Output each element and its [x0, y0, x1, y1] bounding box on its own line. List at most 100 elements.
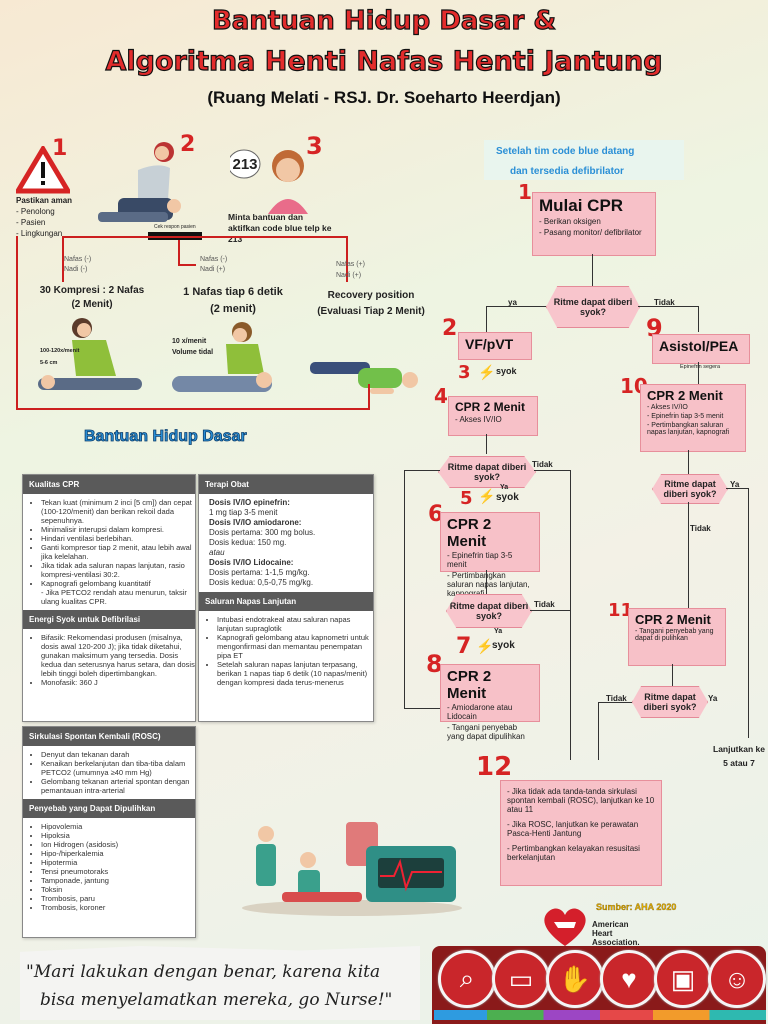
panel-drug-therapy: Terapi Obat Dosis IV/IO epinefrin: 1 mg … — [198, 474, 374, 722]
step-8-box: CPR 2 Menit - Amiodarone atau Lidocain -… — [440, 664, 540, 741]
decision-3-no: Tidak — [534, 600, 555, 609]
step-9-box: Asistol/PEA — [652, 334, 750, 364]
warning-icon — [13, 144, 73, 197]
tablet-icon: ▭ — [492, 950, 550, 1008]
branch-c-nafas: Nafas (+) — [336, 261, 365, 268]
panel-causes-title: Penyebab yang Dapat Dipulihkan — [23, 799, 195, 818]
step-11-box: CPR 2 Menit - Tangani penyebab yang dapa… — [628, 608, 726, 666]
title-line-2: Algoritma Henti Nafas Henti Jantung — [105, 45, 663, 77]
cpr-quality-list: Tekan kuat (minimum 2 inci [5 cm]) dan c… — [23, 498, 195, 606]
drug-item: Dosis kedua: 0,5-0,75 mg/kg. — [209, 578, 314, 587]
aha-heart-logo — [540, 906, 590, 951]
list-item: Hipovolemia — [41, 822, 195, 831]
step-4-title: CPR 2 Menit — [455, 400, 526, 414]
breath-duration: (2 menit) — [210, 303, 256, 315]
flow-line — [598, 702, 632, 703]
quote: "Mari lakukan dengan benar, karena kita … — [26, 958, 392, 1014]
rescuer-check-illustration — [98, 140, 188, 235]
intro-line-1: Setelah tim code blue datang — [496, 146, 635, 157]
rescue-breath-illustration — [172, 322, 282, 409]
branch-c-labels: Nafas (+) Nadi (+) — [336, 259, 365, 281]
branch-c-nadi: Nadi (+) — [336, 272, 362, 279]
bls-step-1-number: 1 — [52, 136, 68, 161]
flow-line — [726, 488, 748, 489]
aha-wordmark: American Heart Association. — [592, 920, 640, 947]
quote-line-2: bisa menyelamatkan mereka, go Nurse!" — [40, 990, 393, 1010]
list-item: Hipotermia — [41, 858, 195, 867]
drug-item: Dosis IV/IO amiodarone: — [209, 518, 302, 527]
flow-line — [486, 306, 487, 332]
quote-line-1: "Mari lakukan dengan benar, karena kita — [26, 962, 381, 982]
flow-line — [748, 488, 749, 738]
shock-bolt-icon: ⚡ — [478, 488, 496, 504]
drug-item: Dosis IV/IO Lidocaine: — [209, 558, 294, 567]
bls-loop-line — [16, 236, 18, 410]
intro-line-2: dan tersedia defibrilator — [510, 166, 624, 177]
step-9-title: Asistol/PEA — [659, 338, 739, 354]
step-12-item: - Jika ROSC, lanjutkan ke perawatan Pasc… — [507, 820, 639, 838]
depth-label: 5-6 cm — [40, 360, 58, 366]
recovery-evaluation: (Evaluasi Tiap 2 Menit) — [317, 306, 425, 317]
team-icon: ☺ — [708, 950, 766, 1008]
breath-text: 1 Nafas tiap 6 detik — [183, 286, 283, 298]
bls-branch-line — [62, 236, 64, 282]
flow-line — [486, 570, 487, 594]
drug-item: Dosis pertama: 300 mg bolus. — [209, 528, 316, 537]
flow-line — [486, 434, 487, 454]
step-6-box: CPR 2 Menit - Epinefrin tiap 3-5 menit -… — [440, 512, 540, 598]
continue-text: Lanjutkan ke 5 atau 7 — [713, 744, 765, 768]
quote-background — [20, 946, 420, 1020]
bls-branch-line — [62, 236, 348, 238]
step-8-number: 8 — [426, 650, 443, 678]
list-item: Ganti kompresor tiap 2 menit, atau lebih… — [41, 543, 195, 561]
step-11-item: - Tangani penyebab yang dapat di pulihka… — [635, 628, 714, 642]
call-help-text: Minta bantuan dan aktifkan code blue tel… — [228, 212, 332, 244]
list-item: Trombosis, paru — [41, 894, 195, 903]
flow-line — [592, 254, 593, 286]
list-item: Kenaikan berkelanjutan dan tiba-tiba dal… — [41, 759, 195, 777]
step-7-number: 7 — [456, 634, 472, 659]
step-11-title: CPR 2 Menit — [635, 612, 711, 627]
step-12-item: - Pertimbangkan kelayakan resusitasi ber… — [507, 844, 640, 862]
aha-line-3: Association. — [592, 938, 640, 947]
decision-4-no: Tidak — [690, 524, 711, 533]
shock-bolt-icon: ⚡ — [478, 364, 496, 380]
safety-item: - Pasien — [16, 218, 46, 227]
panel-drug-title: Terapi Obat — [199, 475, 373, 494]
step-6-number: 6 — [428, 502, 444, 527]
panel-rosc: Sirkulasi Spontan Kembali (ROSC) Denyut … — [22, 726, 196, 938]
step-5-shock: syok — [496, 492, 519, 503]
step-12-number: 12 — [476, 752, 513, 782]
medical-team-illustration — [232, 796, 462, 919]
decision-2-no: Tidak — [532, 460, 553, 469]
airway-list: Intubasi endotrakeal atau saluran napas … — [199, 615, 373, 687]
panel-rosc-title: Sirkulasi Spontan Kembali (ROSC) — [23, 727, 195, 746]
decision-3-yes: Ya — [494, 628, 503, 635]
flow-line — [486, 306, 546, 307]
check-response-label: Cek respon pasien — [154, 224, 196, 230]
subtitle: (Ruang Melati - RSJ. Dr. Soeharto Heerdj… — [207, 88, 561, 107]
step-10-title: CPR 2 Menit — [647, 388, 723, 403]
safety-list: - Penolong - Pasien - Lingkungan — [16, 206, 62, 239]
rosc-list: Denyut dan tekanan darah Kenaikan berkel… — [23, 750, 195, 795]
step-10-item: - Pertimbangkan saluran napas lanjutan, … — [647, 422, 730, 436]
list-item: Intubasi endotrakeal atau saluran napas … — [217, 615, 373, 633]
branch-a-labels: Nafas (-) Nadi (-) — [64, 255, 91, 275]
recovery-instruction: Recovery position (Evaluasi Tiap 2 Menit… — [306, 288, 436, 320]
step-7-shock: syok — [492, 640, 515, 651]
syringe-note: Epinefrin segera — [680, 364, 721, 370]
list-item: Tamponade, jantung — [41, 876, 195, 885]
flow-line — [688, 450, 689, 474]
step-1-item: - Pasang monitor/ defibrilator — [539, 228, 642, 237]
drug-item: Dosis kedua: 150 mg. — [209, 538, 287, 547]
list-item: Kapnografi gelombang atau kapnometri unt… — [217, 633, 373, 660]
list-item: Kapnografi gelombang kuantitatif — [41, 579, 195, 588]
step-3-shock: syok — [496, 366, 517, 376]
chain-color-strip — [434, 1010, 766, 1020]
flow-line — [672, 664, 673, 686]
causes-list: Hipovolemia Hipoksia Ion Hidrogen (asido… — [23, 822, 195, 912]
list-item: Setelah saluran napas lanjutan terpasang… — [217, 660, 373, 687]
step-6-item: - Pertimbangkan saluran napas lanjutan, … — [447, 571, 530, 598]
step-8-title: CPR 2 Menit — [447, 668, 492, 702]
ventilation-volume: Volume tidal — [172, 349, 214, 356]
